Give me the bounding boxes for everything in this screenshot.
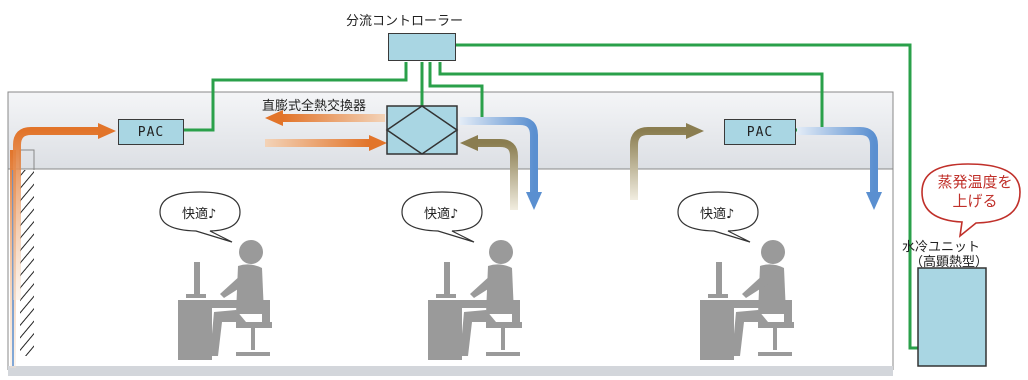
arm-1 <box>220 274 246 298</box>
pac-label-right: PAC <box>746 124 774 140</box>
exchanger-label: 直膨式全熱交換器 <box>262 99 367 114</box>
wall-hatch <box>20 170 34 356</box>
speech-text-1: 快適♪ <box>182 207 217 222</box>
return-arrowhead-1 <box>460 135 478 151</box>
return-arrow-2 <box>630 127 686 200</box>
water-cooled-unit <box>917 267 987 367</box>
speech-bubble-1 <box>159 191 241 243</box>
exhaust-arrowhead <box>265 110 283 126</box>
heat-exchanger-box <box>386 105 458 155</box>
water-unit-label-2: （高顕熱型） <box>910 255 989 270</box>
speech-bubble-2 <box>401 191 483 243</box>
speech-bubble-3 <box>677 191 759 243</box>
cool-supply-arrow-1 <box>460 117 538 192</box>
worker-1 <box>178 240 272 360</box>
pac-unit-right: PAC <box>724 119 796 145</box>
return-arrowhead-2 <box>686 123 704 139</box>
water-unit-label-1: 水冷ユニット <box>902 240 981 255</box>
cool-supply-arrow-2 <box>797 127 878 192</box>
callout-line-1: 蒸発温度を <box>937 173 1013 191</box>
head-1 <box>239 240 263 264</box>
supply-arrow-shaft <box>265 139 369 147</box>
torso-1 <box>236 264 264 314</box>
monitor-1 <box>194 262 200 298</box>
refrigerant-pipes <box>183 43 918 350</box>
split-controller-label: 分流コントローラー <box>346 14 464 29</box>
worker-3 <box>700 240 794 360</box>
split-controller-box <box>388 33 456 61</box>
chair-base-1 <box>236 352 270 356</box>
chair-seat-1 <box>236 322 272 328</box>
callout-bubble <box>921 163 1021 238</box>
worker-2 <box>428 240 522 360</box>
callout-line-2: 上げる <box>952 192 998 210</box>
desk-drawer-1 <box>178 308 212 360</box>
arrowhead-intake <box>98 123 116 139</box>
chair-back-1 <box>262 300 270 328</box>
pac-unit-left: PAC <box>118 119 184 145</box>
desk-top-1 <box>178 300 260 308</box>
cool-arrowhead-2 <box>866 192 882 210</box>
supply-arrowhead <box>369 135 387 151</box>
chair-post-1 <box>251 328 255 350</box>
exchanger-core <box>385 105 459 155</box>
legs-1 <box>210 310 246 356</box>
speech-text-3: 快適♪ <box>700 207 735 222</box>
speech-text-2: 快適♪ <box>424 207 459 222</box>
warm-intake-arrow <box>13 127 98 300</box>
cool-arrowhead-1 <box>526 192 542 210</box>
keyboard-1 <box>186 294 206 298</box>
pac-label-left: PAC <box>137 124 165 140</box>
floor <box>8 366 893 376</box>
exhaust-arrow-shaft <box>283 114 385 122</box>
return-arrow-1 <box>478 139 518 210</box>
